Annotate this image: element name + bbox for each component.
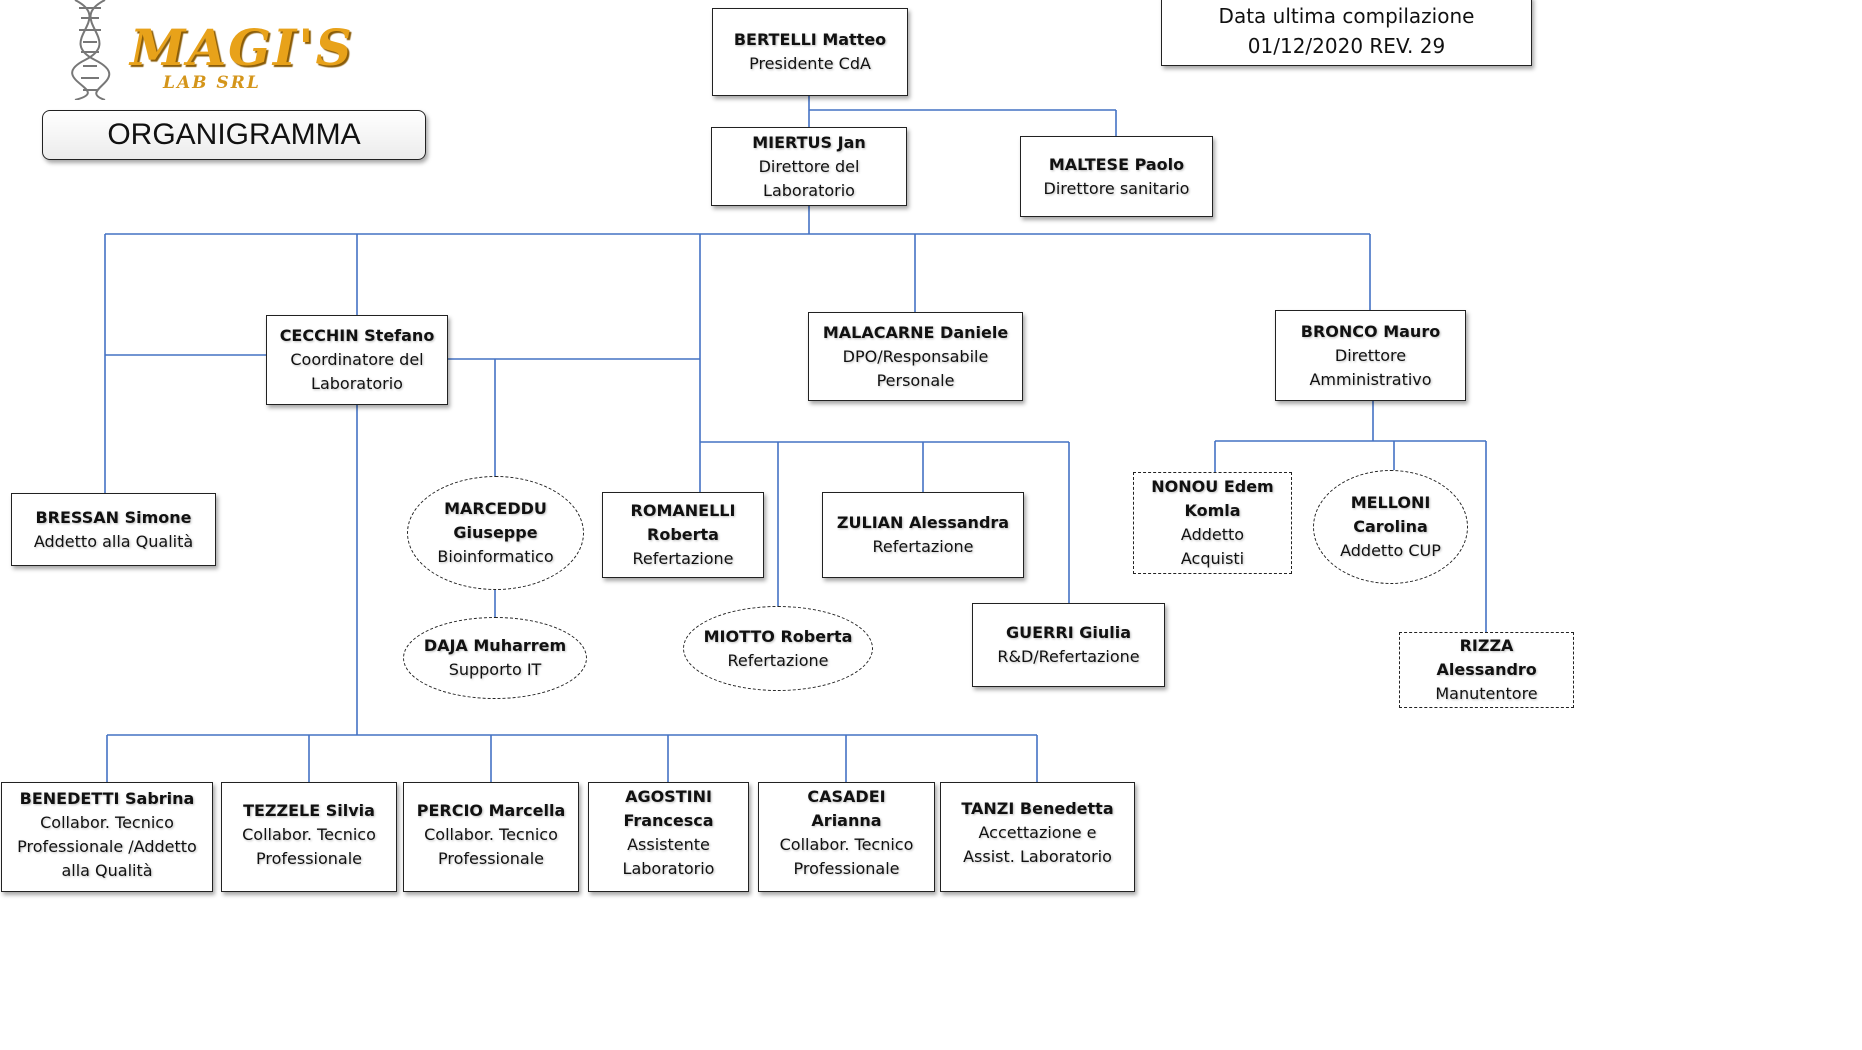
person-role: Direttore del Laboratorio <box>758 156 860 200</box>
node-marceddu: MARCEDDU Giuseppe Bioinformatico <box>407 476 584 590</box>
person-name: CECCHIN Stefano <box>279 326 435 345</box>
person-name: MIOTTO Roberta <box>703 626 853 646</box>
logo-sub-text: LAB SRL <box>163 73 261 93</box>
person-role: Supporto IT <box>448 660 542 679</box>
person-role: Collabor. Tecnico Professionale <box>242 825 376 868</box>
person-name: BERTELLI Matteo <box>733 30 887 49</box>
node-cecchin: CECCHIN Stefano Coordinatore del Laborat… <box>266 315 448 405</box>
person-role: DPO/Responsabile Personale <box>842 346 989 390</box>
person-name: CASADEI Arianna <box>807 787 886 830</box>
dna-helix-icon <box>71 0 111 100</box>
person-role: Accettazione e Assist. Laboratorio <box>963 823 1112 866</box>
node-bressan: BRESSAN Simone Addetto alla Qualità <box>11 493 216 566</box>
person-role: R&D/Refertazione <box>997 647 1140 666</box>
person-role: Refertazione <box>872 537 974 556</box>
person-name: MALTESE Paolo <box>1048 154 1185 174</box>
person-name: BRONCO Mauro <box>1300 321 1441 341</box>
page-title: ORGANIGRAMMA <box>42 110 426 160</box>
person-name: MELLONI Carolina <box>1350 493 1431 536</box>
node-daja: DAJA Muharrem Supporto IT <box>403 617 587 699</box>
node-bertelli: BERTELLI Matteo Presidente CdA <box>712 8 908 96</box>
node-zulian: ZULIAN Alessandra Refertazione <box>822 492 1024 578</box>
person-role: Collabor. Tecnico Professionale /Addetto… <box>17 813 197 880</box>
person-name: GUERRI Giulia <box>1006 623 1131 642</box>
node-guerri: GUERRI Giulia R&D/Refertazione <box>972 603 1165 687</box>
logo-main-text: MAGI'S <box>130 18 354 77</box>
node-miertus: MIERTUS Jan Direttore del Laboratorio <box>711 127 907 206</box>
person-name: BENEDETTI Sabrina <box>19 789 195 808</box>
person-role: Bioinformatico <box>437 547 554 566</box>
person-role: Direttore sanitario <box>1043 178 1190 198</box>
compile-label: Data ultima compilazione <box>1218 4 1475 28</box>
person-name: ROMANELLI Roberta <box>630 501 736 544</box>
person-name: MARCEDDU Giuseppe <box>444 499 547 542</box>
node-benedetti: BENEDETTI Sabrina Collabor. Tecnico Prof… <box>1 782 213 892</box>
connector-lines <box>104 96 1487 782</box>
node-agostini: AGOSTINI Francesca Assistente Laboratori… <box>588 782 749 892</box>
node-nonou: NONOU Edem Komla Addetto Acquisti <box>1133 472 1292 574</box>
person-name: TANZI Benedetta <box>961 799 1114 818</box>
node-maltese: MALTESE Paolo Direttore sanitario <box>1020 136 1213 217</box>
person-role: Addetto CUP <box>1340 541 1441 560</box>
node-romanelli: ROMANELLI Roberta Refertazione <box>602 492 764 578</box>
person-role: Refertazione <box>727 650 829 670</box>
node-rizza: RIZZA Alessandro Manutentore <box>1399 632 1574 708</box>
person-name: PERCIO Marcella <box>416 801 566 820</box>
person-role: Refertazione <box>632 549 734 568</box>
person-role: Presidente CdA <box>749 54 871 73</box>
node-malacarne: MALACARNE Daniele DPO/Responsabile Perso… <box>808 312 1023 401</box>
person-name: RIZZA Alessandro <box>1436 636 1537 679</box>
node-tanzi: TANZI Benedetta Accettazione e Assist. L… <box>940 782 1135 892</box>
node-casadei: CASADEI Arianna Collabor. Tecnico Profes… <box>758 782 935 892</box>
node-miotto: MIOTTO Roberta Refertazione <box>683 606 873 691</box>
node-melloni: MELLONI Carolina Addetto CUP <box>1313 470 1468 584</box>
person-name: BRESSAN Simone <box>35 507 192 527</box>
compile-date-box: Data ultima compilazione 01/12/2020 REV.… <box>1161 0 1532 66</box>
compile-value: 01/12/2020 REV. 29 <box>1247 34 1446 58</box>
person-name: MIERTUS Jan <box>752 132 866 152</box>
node-bronco: BRONCO Mauro Direttore Amministrativo <box>1275 310 1466 401</box>
person-name: ZULIAN Alessandra <box>836 513 1010 532</box>
company-logo: MAGI'S LAB SRL <box>55 0 375 100</box>
person-role: Addetto alla Qualità <box>33 531 194 551</box>
person-role: Assistente Laboratorio <box>622 835 715 878</box>
node-tezzele: TEZZELE Silvia Collabor. Tecnico Profess… <box>221 782 397 892</box>
person-name: TEZZELE Silvia <box>243 801 375 820</box>
person-role: Manutentore <box>1435 684 1538 703</box>
person-name: NONOU Edem Komla <box>1151 477 1274 520</box>
person-name: MALACARNE Daniele <box>822 322 1009 342</box>
node-percio: PERCIO Marcella Collabor. Tecnico Profes… <box>403 782 579 892</box>
person-name: AGOSTINI Francesca <box>623 787 714 830</box>
person-name: DAJA Muharrem <box>423 636 567 655</box>
person-role: Addetto Acquisti <box>1180 525 1245 568</box>
person-role: Collabor. Tecnico Professionale <box>779 835 914 878</box>
person-role: Collabor. Tecnico Professionale <box>424 825 558 868</box>
person-role: Coordinatore del Laboratorio <box>290 350 424 393</box>
person-role: Direttore Amministrativo <box>1309 345 1432 389</box>
